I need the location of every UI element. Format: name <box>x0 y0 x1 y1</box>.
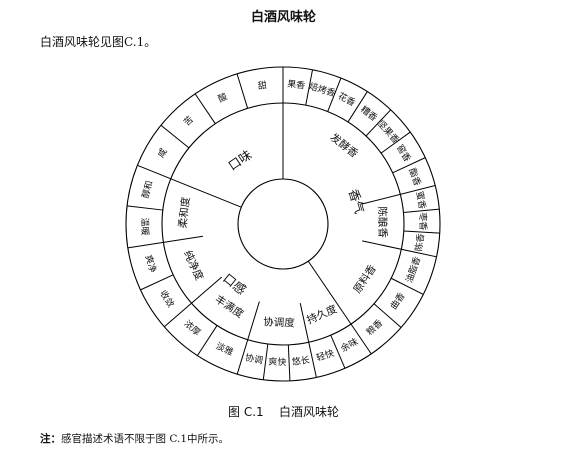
leaf-divider <box>403 208 440 214</box>
leaf-divider <box>160 124 190 149</box>
leaf-label: 爽净 <box>143 253 160 274</box>
subcategory-label: 原料香 <box>351 262 380 296</box>
subcategory-label: 陈酿香 <box>376 206 390 238</box>
inner-ring <box>237 178 329 270</box>
intro-text: 白酒风味轮见图C.1。 <box>40 35 157 49</box>
leaf-label: 酸 <box>216 91 229 105</box>
leaf-divider <box>365 109 392 137</box>
leaf-label: 曲香 <box>388 291 407 312</box>
category-divider <box>307 260 372 355</box>
leaf-label: 油脂香 <box>403 255 423 284</box>
flavor-wheel: 香气 发酵香 果香焙烤香花香糟香坚果香窖香酯香陈酿香 蜜香枣香陈香原料香 油脂香曲香粮香… <box>125 66 441 382</box>
document-title: 白酒风味轮 <box>250 10 316 25</box>
leaf-divider <box>330 334 346 369</box>
leaf-label: 甜 <box>257 79 268 92</box>
subcategory-divider <box>236 301 260 375</box>
leaf-divider <box>305 69 313 106</box>
category-divider <box>137 164 242 208</box>
footnote-label: 注： <box>40 433 61 445</box>
leaf-label: 窖香 <box>394 142 413 164</box>
leaf-divider <box>140 274 174 291</box>
subcategory-divider <box>299 303 317 378</box>
figure-caption: 图 C.1 白酒风味轮 <box>228 405 339 419</box>
subcategory-divider <box>127 235 204 249</box>
leaf-label: 淡雅 <box>214 340 235 358</box>
leaf-divider <box>236 73 249 109</box>
leaf-divider <box>373 303 402 328</box>
leaf-label: 枣香 <box>417 212 428 230</box>
leaf-label: 爽快 <box>268 356 286 369</box>
subcategory-label: 丰满度 <box>213 293 247 321</box>
leaf-label: 糟香 <box>358 103 380 124</box>
leaf-label: 收敛 <box>157 288 177 310</box>
leaf-divider <box>347 91 368 123</box>
category-label: 口感 <box>220 270 249 297</box>
leaf-label: 坚果香 <box>375 118 401 146</box>
leaf-label: 焙烤香 <box>308 80 337 99</box>
subcategory-divider <box>163 276 223 328</box>
subcategory-label: 发酵香 <box>328 131 361 161</box>
leaf-label: 轻快 <box>315 347 336 364</box>
subcategory-label: 协调度 <box>263 315 296 329</box>
leaf-divider <box>403 230 440 234</box>
subcategory-divider <box>362 240 437 258</box>
leaf-label: 陈香 <box>413 233 427 252</box>
leaf-label: 酯香 <box>406 167 422 188</box>
leaf-divider <box>327 77 342 112</box>
leaf-label: 悠长 <box>291 354 310 368</box>
leaf-divider <box>287 344 291 381</box>
leaf-label: 温暖 <box>139 217 151 235</box>
footnote-text: 感官描述术语不限于图 C.1中所示。 <box>61 433 230 445</box>
leaf-divider <box>390 277 424 295</box>
category-label: 香气 <box>346 187 368 216</box>
leaf-divider <box>392 157 426 174</box>
leaf-divider <box>262 343 269 380</box>
subcategory-divider <box>361 185 436 205</box>
category-label: 口味 <box>225 147 255 174</box>
leaf-divider <box>196 325 218 356</box>
footnote: 注：感官描述术语不限于图 C.1中所示。 <box>40 431 229 446</box>
wheel-lines <box>125 66 441 382</box>
leaf-label: 醇和 <box>139 179 155 199</box>
leaf-label: 咸 <box>155 146 170 160</box>
leaf-label: 果香 <box>287 79 306 92</box>
subcategory-label: 纯净度 <box>181 248 206 283</box>
wheel-labels: 香气 发酵香 果香焙烤香花香糟香坚果香窖香酯香陈酿香 蜜香枣香陈香原料香 油脂香曲香粮香… <box>139 79 429 368</box>
leaf-divider <box>194 93 216 124</box>
leaf-label: 苦 <box>181 113 196 128</box>
leaf-label: 粮香 <box>364 317 385 338</box>
leaf-divider <box>380 131 411 154</box>
leaf-label: 花香 <box>336 90 358 109</box>
subcategory-label: 柔和度 <box>176 196 193 229</box>
subcategory-label: 持久度 <box>305 302 340 327</box>
leaf-label: 浓厚 <box>182 318 203 338</box>
leaf-divider <box>126 205 163 211</box>
leaf-label: 协调 <box>244 351 264 367</box>
leaf-label: 蜜香 <box>414 190 429 210</box>
leaf-label: 余味 <box>339 335 361 354</box>
